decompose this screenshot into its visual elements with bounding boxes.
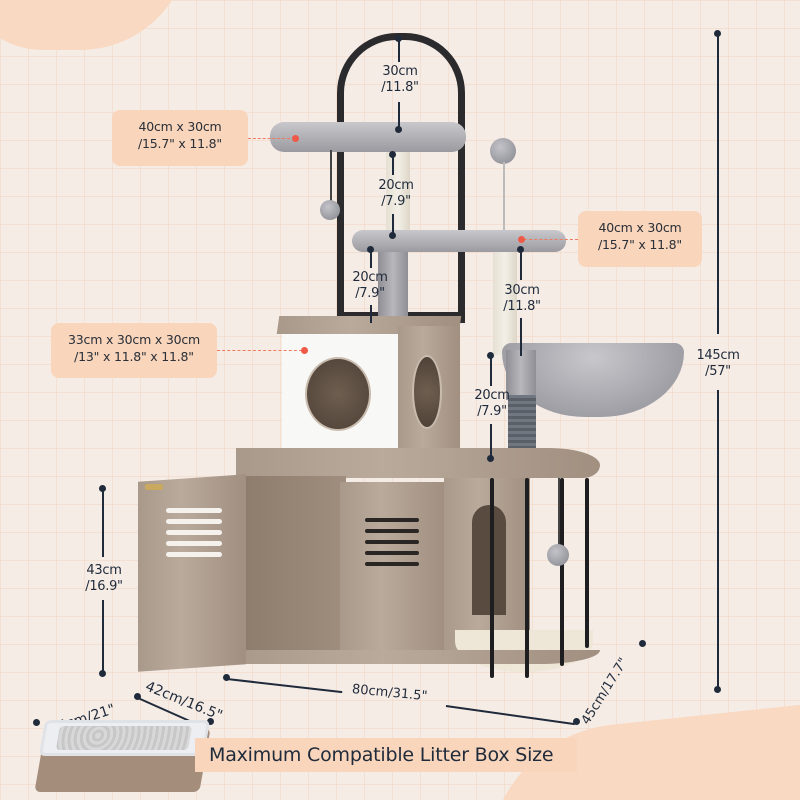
sisal-post-dimension-line <box>520 250 522 280</box>
dim-endpoint <box>389 232 396 239</box>
condo-pointer-dot <box>301 347 308 354</box>
condo-entry-hole <box>305 357 371 431</box>
door-vent-slat <box>166 519 222 524</box>
dim-endpoint <box>487 352 494 359</box>
top-perch-pointer-line <box>248 138 290 139</box>
dim-endpoint <box>517 246 524 253</box>
total-height-dimension-line <box>717 34 719 334</box>
middle-perch-pointer-line <box>524 239 578 240</box>
cabinet-height-dimension-line <box>102 600 104 672</box>
top-post-dimension-line <box>392 214 394 234</box>
decorative-blob-top-left <box>0 0 190 50</box>
pom-pom-toy-top <box>320 200 340 220</box>
left-post-dimension-line <box>370 250 372 268</box>
hammock-support-post <box>506 350 536 400</box>
cage-bar <box>490 478 494 678</box>
cabinet-height-dimension: 43cm /16.9" <box>85 563 123 594</box>
total-height-dimension-line <box>717 390 719 688</box>
middle-perch-size-label: 40cm x 30cm /15.7" x 11.8" <box>578 211 702 267</box>
middle-plush-perch <box>352 230 566 252</box>
dim-endpoint <box>367 246 374 253</box>
door-vent-slat <box>166 552 222 557</box>
cabinet-base <box>236 650 600 664</box>
total-height-dimension: 145cm /57" <box>696 348 740 379</box>
middle-perch-size-cm: 40cm x 30cm <box>598 220 682 235</box>
top-perch-pointer-dot <box>292 135 299 142</box>
dim-endpoint <box>207 718 214 725</box>
dim-endpoint <box>714 686 721 693</box>
litter-box-illustration <box>34 720 211 796</box>
dim-endpoint <box>639 640 646 647</box>
condo-pointer-line <box>217 350 302 351</box>
cabinet-interior <box>246 476 346 654</box>
middle-perch-size-in: /15.7" x 11.8" <box>598 237 682 252</box>
vent-slat <box>365 551 419 555</box>
pom-pom-toy-cage <box>547 544 569 566</box>
cage-bar <box>560 478 564 666</box>
sisal-post-dimension: 30cm /11.8" <box>503 283 541 314</box>
dim-endpoint <box>223 674 230 681</box>
top-plush-perch <box>270 122 466 152</box>
condo-size-cm: 33cm x 30cm x 30cm <box>68 332 200 347</box>
cabinet-right-door <box>340 482 444 654</box>
dim-endpoint <box>573 718 580 725</box>
cabinet-width-dimension-line <box>445 705 575 725</box>
cage-bar <box>525 478 529 678</box>
dim-endpoint <box>389 151 396 158</box>
litter-box-caption: Maximum Compatible Litter Box Size <box>195 738 577 772</box>
spring-pom-pom-toy <box>490 138 516 164</box>
top-perch-size-in: /15.7" x 11.8" <box>138 136 222 151</box>
door-vent-slat <box>166 530 222 535</box>
toy-string-cage <box>558 478 560 548</box>
vent-slat <box>365 518 419 522</box>
dim-endpoint <box>487 455 494 462</box>
cage-bar <box>585 478 589 648</box>
middle-perch-pointer-dot <box>518 236 525 243</box>
dim-endpoint <box>134 693 141 700</box>
cabinet-left-door-open <box>138 474 246 672</box>
condo-size-label: 33cm x 30cm x 30cm /13" x 11.8" x 11.8" <box>51 323 217 378</box>
dim-endpoint <box>99 485 106 492</box>
cabinet-width-dimension-line <box>226 678 343 693</box>
cabinet-width-dimension: 80cm/31.5" <box>351 682 429 705</box>
top-post-dimension: 20cm /7.9" <box>378 178 414 209</box>
top-perch-size-cm: 40cm x 30cm <box>138 119 222 134</box>
dim-endpoint <box>714 30 721 37</box>
side-arched-entry <box>472 505 506 615</box>
vent-slat <box>365 540 419 544</box>
door-vent-slat <box>166 508 222 513</box>
cabinet-top <box>236 448 600 478</box>
left-post-dimension-line <box>370 305 372 323</box>
brush-post-dimension-line <box>490 356 492 386</box>
arch-clearance-dimension: 30cm /11.8" <box>381 64 419 95</box>
left-plush-post <box>378 245 408 327</box>
left-post-dimension: 20cm /7.9" <box>352 270 388 301</box>
brush-post-dimension-line <box>490 424 492 456</box>
arch-dimension-line <box>398 102 400 130</box>
spring-wire <box>503 162 505 230</box>
dim-endpoint <box>395 126 402 133</box>
condo-size-in: /13" x 11.8" x 11.8" <box>74 349 194 364</box>
top-sisal-post <box>386 150 410 240</box>
brush-post-dimension: 20cm /7.9" <box>474 388 510 419</box>
cabinet-height-dimension-line <box>102 489 104 557</box>
vent-slat <box>365 529 419 533</box>
condo-side-hole <box>412 355 442 429</box>
door-vent-slat <box>166 541 222 546</box>
cabinet-depth-dimension: 45cm/17.7" <box>578 655 632 728</box>
dim-endpoint <box>99 670 106 677</box>
toy-string-top <box>330 150 332 202</box>
right-sisal-post <box>493 245 517 355</box>
arch-dimension-line <box>398 38 400 62</box>
top-post-dimension-line <box>392 155 394 175</box>
dim-endpoint <box>33 719 40 726</box>
vent-slat <box>365 562 419 566</box>
door-magnet-latch <box>145 484 163 490</box>
top-perch-size-label: 40cm x 30cm /15.7" x 11.8" <box>112 110 248 166</box>
caption-text: Maximum Compatible Litter Box Size <box>209 744 554 766</box>
sisal-post-dimension-line <box>520 318 522 356</box>
litter-sand <box>55 726 193 750</box>
